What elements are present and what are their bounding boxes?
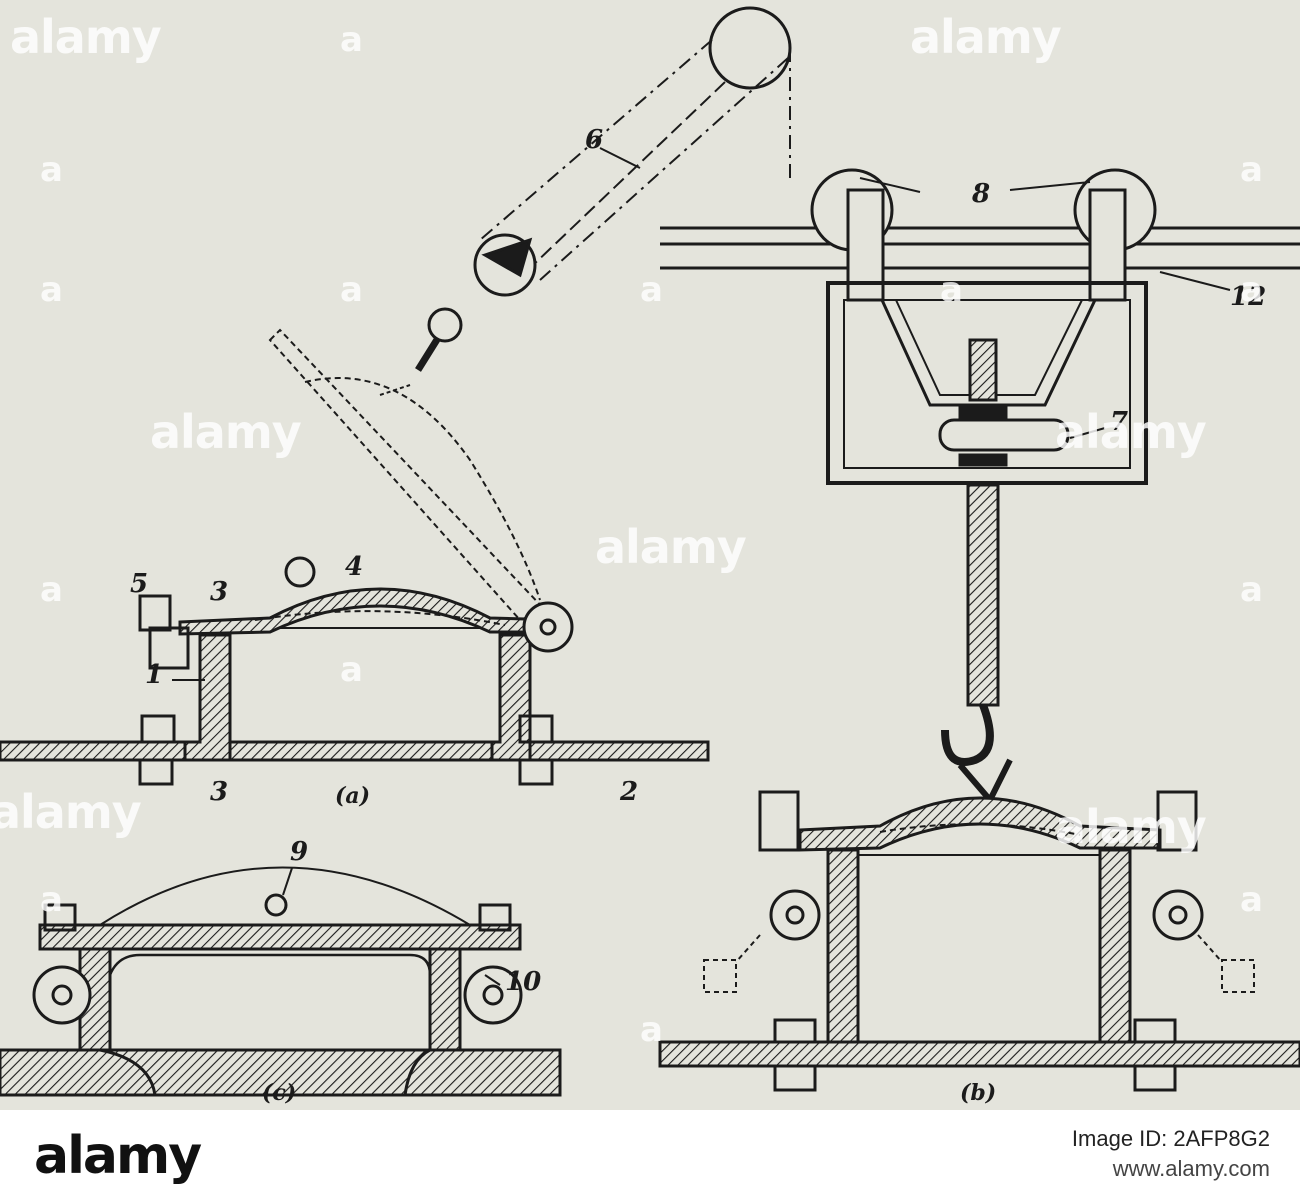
label-9: 9 bbox=[290, 837, 308, 867]
watermark: alamy bbox=[0, 785, 142, 839]
watermark: alamy bbox=[910, 10, 1062, 64]
watermark-mark: a bbox=[40, 150, 63, 190]
watermark: alamy bbox=[1055, 800, 1207, 854]
watermark-mark: a bbox=[1240, 570, 1263, 610]
image-info: Image ID: 2AFP8G2 www.alamy.com bbox=[1072, 1124, 1270, 1184]
caption-c: (c) bbox=[262, 1080, 296, 1106]
watermark-mark: a bbox=[1240, 270, 1263, 310]
caption-a: (a) bbox=[335, 783, 370, 809]
alamy-logo[interactable]: alamy bbox=[34, 1126, 202, 1186]
footer-bar: alamy Image ID: 2AFP8G2 www.alamy.com bbox=[0, 1110, 1300, 1200]
label-5: 5 bbox=[130, 569, 148, 599]
label-12: 12 bbox=[1230, 282, 1266, 312]
figure-c bbox=[0, 866, 562, 1097]
watermark-mark: a bbox=[1240, 150, 1263, 190]
caption-b: (b) bbox=[960, 1080, 996, 1106]
label-8: 8 bbox=[971, 179, 990, 209]
label-2: 2 bbox=[619, 777, 638, 807]
leader-lines bbox=[172, 147, 1231, 986]
label-10: 10 bbox=[505, 967, 541, 997]
label-1: 1 bbox=[145, 660, 163, 690]
watermark-mark: a bbox=[640, 270, 663, 310]
patent-diagram: 1 2 3 3 4 5 6 7 8 9 10 12 (a) (b) (c) bbox=[0, 6, 1300, 1106]
watermark: alamy bbox=[595, 520, 747, 574]
watermark-mark: a bbox=[640, 1010, 663, 1050]
watermark-mark: a bbox=[340, 20, 363, 60]
watermark-mark: a bbox=[1240, 880, 1263, 920]
watermark-mark: a bbox=[340, 650, 363, 690]
diagram-plate: 1 2 3 3 4 5 6 7 8 9 10 12 (a) (b) (c) al… bbox=[0, 0, 1300, 1110]
watermark: alamy bbox=[1055, 405, 1207, 459]
label-3-top: 3 bbox=[210, 577, 228, 607]
label-3-bottom: 3 bbox=[210, 777, 228, 807]
label-7: 7 bbox=[1110, 407, 1128, 437]
figure-a bbox=[0, 6, 792, 786]
watermark: alamy bbox=[150, 405, 302, 459]
watermark-mark: a bbox=[40, 880, 63, 920]
watermark-mark: a bbox=[40, 570, 63, 610]
site-url[interactable]: www.alamy.com bbox=[1112, 1156, 1270, 1181]
label-4: 4 bbox=[345, 552, 363, 582]
watermark-mark: a bbox=[940, 270, 963, 310]
image-id: Image ID: 2AFP8G2 bbox=[1071, 1126, 1270, 1151]
label-6: 6 bbox=[585, 125, 603, 155]
part-labels: 1 2 3 3 4 5 6 7 8 9 10 12 bbox=[130, 125, 1266, 997]
watermark-mark: a bbox=[340, 270, 363, 310]
watermark-mark: a bbox=[40, 270, 63, 310]
figure-b bbox=[658, 168, 1300, 1092]
watermark: alamy bbox=[10, 10, 162, 64]
